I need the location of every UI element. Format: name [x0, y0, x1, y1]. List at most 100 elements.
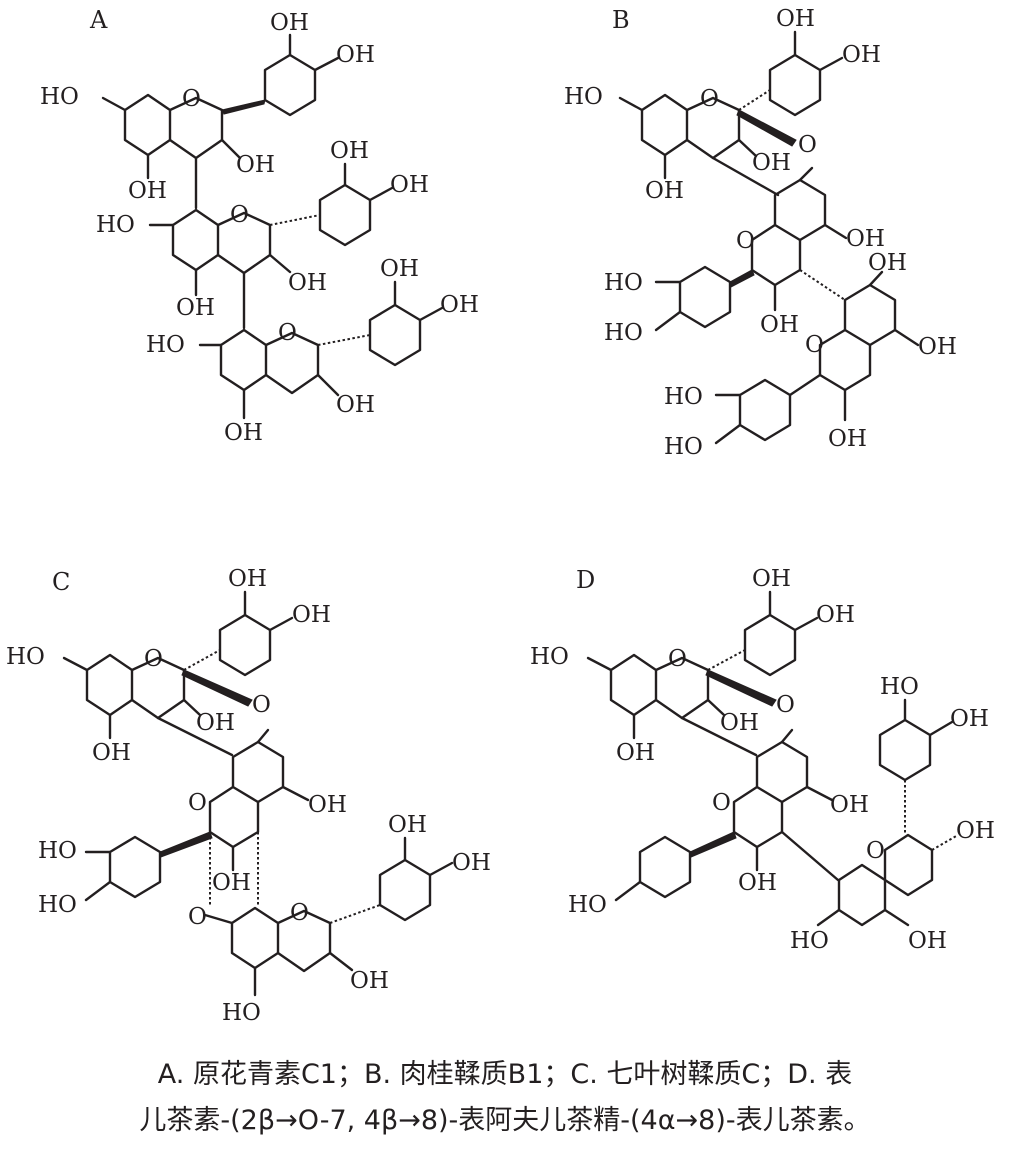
structure-d: D O O OH OH OH HO OH O OH HO OH: [530, 566, 995, 954]
bond: [805, 785, 834, 802]
bond: [84, 880, 112, 902]
hydroxyl-label: HO: [604, 270, 643, 296]
bond: [654, 310, 682, 332]
a-ring: [609, 653, 658, 717]
ether-oxygen: O: [188, 904, 207, 930]
b-ring: [638, 835, 692, 899]
b-ring: [878, 718, 932, 782]
hydroxyl-label: HO: [96, 212, 135, 238]
hashed-bond: [269, 214, 321, 226]
bond: [328, 951, 354, 972]
ring-oxygen: O: [182, 86, 201, 112]
hydroxyl-label: OH: [828, 426, 867, 452]
b-ring: [108, 835, 162, 899]
wedge-bond: [736, 109, 797, 147]
bond: [368, 186, 394, 202]
hydroxyl-label: OH: [224, 420, 263, 446]
hydroxyl-label: OH: [616, 740, 655, 766]
wedge-bond: [221, 99, 266, 115]
hydroxyl-label: OH: [92, 740, 131, 766]
a-ring: [640, 93, 689, 157]
c-ring: [732, 785, 784, 849]
hydroxyl-label: OH: [288, 270, 327, 296]
b-ring: [378, 858, 432, 922]
bond: [182, 698, 202, 717]
c-ring: [883, 833, 934, 897]
ring-oxygen: O: [188, 790, 207, 816]
wedge-bond: [159, 831, 213, 858]
hydroxyl-label: OH: [760, 312, 799, 338]
bond: [281, 785, 310, 802]
hydroxyl-label: HO: [564, 84, 603, 110]
bond: [793, 616, 819, 632]
wedge-bond: [689, 831, 737, 858]
a-ring: [123, 93, 172, 157]
c-ring: [276, 909, 332, 973]
c-ring: [654, 656, 710, 720]
b-ring: [368, 303, 422, 367]
hydroxyl-label: OH: [330, 138, 369, 164]
a-ring: [755, 740, 809, 804]
c-ring: [216, 211, 272, 275]
hydroxyl-label: OH: [776, 6, 815, 32]
bond: [893, 328, 920, 347]
hydroxyl-label: HO: [222, 1000, 261, 1026]
hashed-bond: [183, 649, 221, 671]
hydroxyl-label: OH: [950, 706, 989, 732]
bond: [418, 306, 444, 322]
hydroxyl-label: OH: [452, 850, 491, 876]
panel-label-d: D: [576, 566, 595, 594]
wedge-bond: [181, 669, 253, 707]
hydroxyl-label: OH: [645, 178, 684, 204]
c-ring: [168, 96, 224, 160]
bond: [220, 138, 242, 160]
hydroxyl-label: HO: [146, 332, 185, 358]
b-ring: [768, 53, 822, 117]
hydroxyl-label: OH: [816, 602, 855, 628]
hydroxyl-label: OH: [228, 566, 267, 592]
c-ring: [685, 96, 741, 160]
ring-oxygen: O: [144, 646, 163, 672]
hydroxyl-label: OH: [846, 226, 885, 252]
structure-b: B O O OH OH OH HO OH O OH HO HO OH: [564, 6, 957, 460]
hydroxyl-label: OH: [908, 928, 947, 954]
hydroxyl-label: OH: [752, 566, 791, 592]
hydroxyl-label: OH: [336, 392, 375, 418]
ring-oxygen: O: [230, 202, 249, 228]
wedge-bond: [729, 269, 755, 288]
bond: [203, 913, 234, 925]
a-ring: [85, 653, 134, 717]
panel-label-a: A: [89, 6, 108, 34]
hydroxyl-label: OH: [176, 295, 215, 321]
bond: [706, 698, 726, 717]
ring-oxygen: O: [805, 332, 824, 358]
hydroxyl-label: HO: [568, 892, 607, 918]
a-ring: [843, 283, 897, 347]
ring-oxygen: O: [712, 790, 731, 816]
bond: [618, 96, 644, 112]
a-ring: [773, 178, 827, 242]
hydroxyl-label: OH: [292, 602, 331, 628]
ether-oxygen: O: [252, 692, 271, 718]
bond: [823, 223, 848, 240]
hydroxyl-label: OH: [918, 334, 957, 360]
a-ring: [219, 328, 268, 392]
b-ring: [678, 265, 732, 329]
bond: [780, 728, 794, 744]
hydroxyl-label: HO: [880, 674, 919, 700]
caption-line-2: 儿茶素-(2β→O-7, 4β→8)-表阿夫儿茶精-(4α→8)-表儿茶素。: [139, 1105, 871, 1136]
chemical-structures-figure: A O OH OH OH HO OH O OH OH OH HO OH: [6, 6, 995, 1026]
bond: [714, 423, 742, 445]
b-ring: [738, 378, 792, 442]
b-ring: [263, 53, 317, 117]
a-ring: [171, 208, 220, 272]
bond: [256, 728, 270, 744]
bond: [428, 861, 454, 877]
b-ring: [318, 183, 372, 247]
bond: [788, 373, 822, 397]
hydroxyl-label: OH: [752, 150, 791, 176]
bond: [586, 656, 613, 672]
bond: [313, 56, 340, 72]
hydroxyl-label: OH: [842, 42, 881, 68]
bond: [883, 908, 910, 927]
